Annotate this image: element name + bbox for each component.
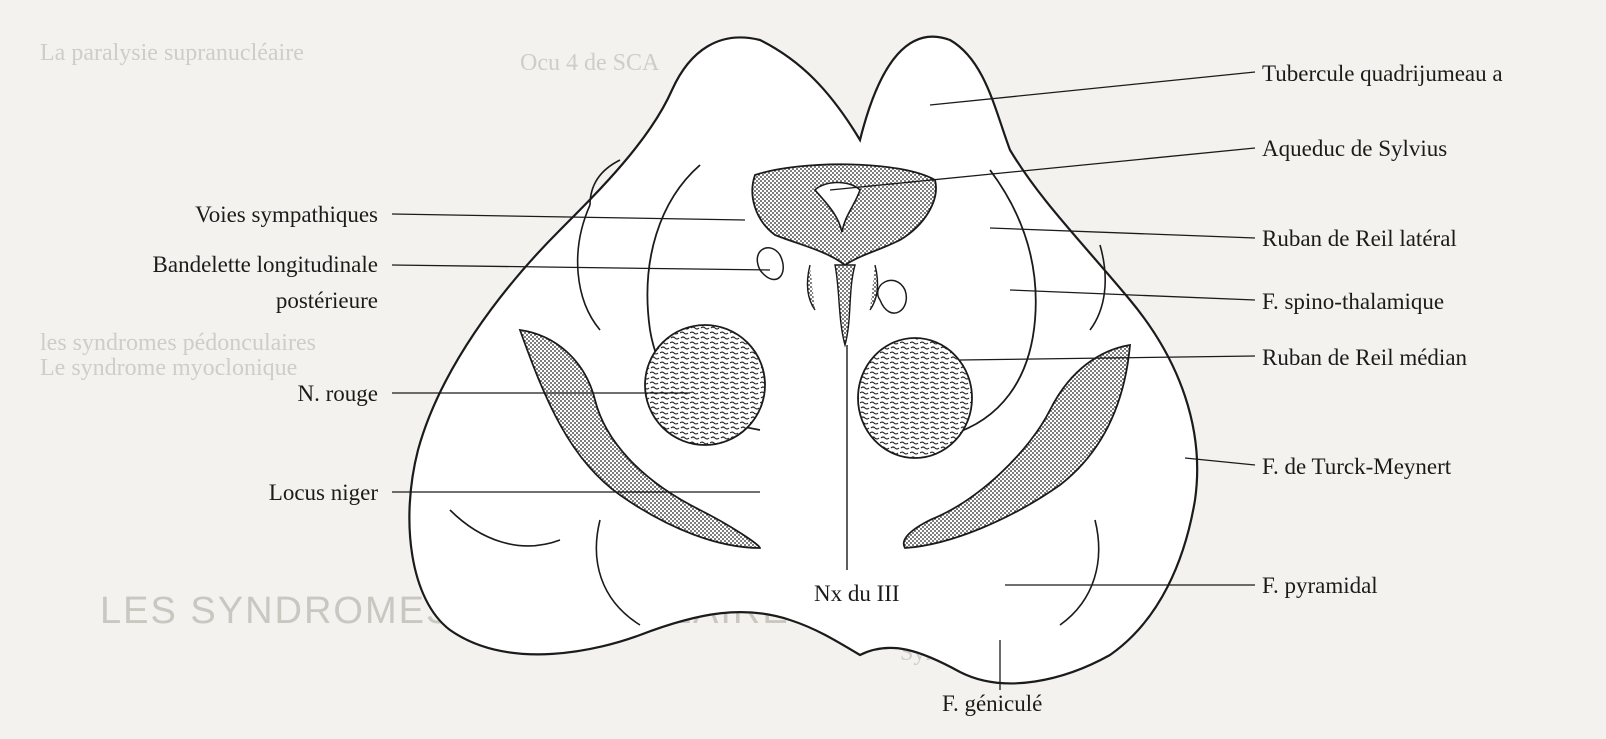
red-nucleus-left (645, 325, 765, 445)
label-voies-sympathiques: Voies sympathiques (195, 203, 378, 226)
label-bandelette-line-1: Bandelette longitudinale (153, 253, 378, 276)
label-geniculate: F. géniculé (942, 692, 1042, 715)
label-n-rouge: N. rouge (298, 382, 378, 405)
label-turck-meynert: F. de Turck-Meynert (1262, 455, 1451, 478)
red-nucleus-right (858, 338, 972, 458)
label-aqueduc-de-sylvius: Aqueduc de Sylvius (1262, 137, 1447, 160)
label-ruban-de-reil-lateral: Ruban de Reil latéral (1262, 227, 1457, 250)
label-spino-thalamique: F. spino-thalamique (1262, 290, 1444, 313)
label-bandelette-line-2: postérieure (276, 289, 378, 312)
label-ruban-de-reil-median: Ruban de Reil médian (1262, 346, 1467, 369)
midbrain-outline (409, 37, 1197, 684)
label-tubercule-quadrijumeau: Tubercule quadrijumeau a (1262, 62, 1503, 85)
label-nx-du-iii: Nx du III (814, 582, 900, 605)
label-locus-niger: Locus niger (269, 481, 378, 504)
label-pyramidal: F. pyramidal (1262, 574, 1378, 597)
